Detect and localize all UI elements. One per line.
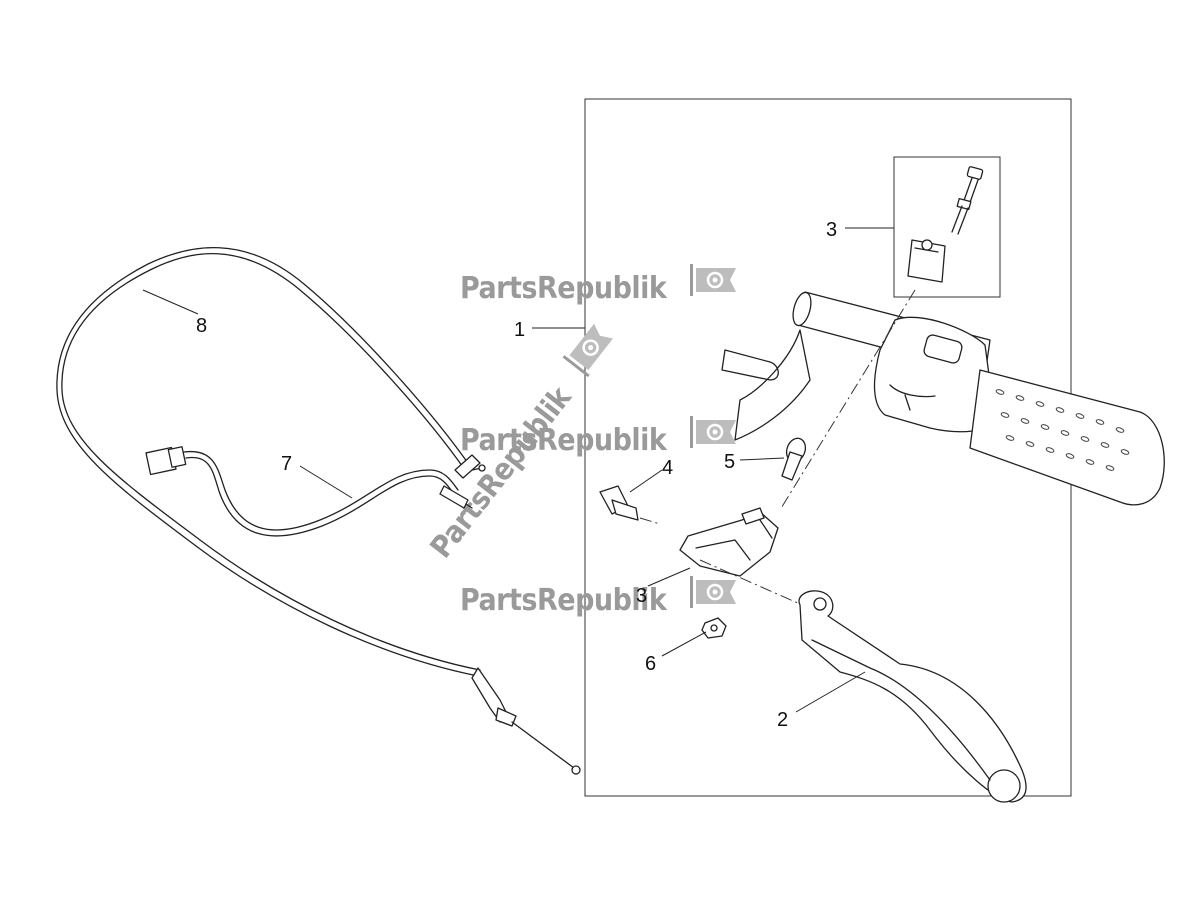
callout-2: 2 bbox=[777, 709, 788, 731]
watermark-text: PartsRepublik bbox=[424, 380, 580, 565]
watermark-3: PartsRepublik bbox=[460, 576, 736, 618]
nut bbox=[701, 617, 727, 639]
clutch-lever bbox=[699, 559, 1027, 803]
leader-2 bbox=[795, 671, 866, 713]
grip-texture bbox=[995, 389, 1130, 471]
callout-3b: 3 bbox=[636, 585, 647, 607]
leader-8 bbox=[142, 289, 199, 315]
watermark-1: PartsRepublik bbox=[460, 264, 736, 306]
leader-7 bbox=[299, 465, 353, 499]
leader-5 bbox=[739, 457, 785, 461]
watermark-text: PartsRepublik bbox=[460, 583, 668, 618]
callout-1: 1 bbox=[514, 319, 525, 341]
watermark-text: PartsRepublik bbox=[460, 423, 668, 458]
clamp-subframe bbox=[893, 156, 1001, 298]
leader-3b bbox=[647, 567, 691, 587]
clamp-with-screws bbox=[779, 166, 984, 511]
leader-4 bbox=[629, 469, 663, 493]
handlebar-grip bbox=[721, 291, 1165, 506]
watermark-2: PartsRepublik bbox=[460, 416, 736, 458]
gear-flag-icon bbox=[562, 323, 614, 378]
cable-adjuster bbox=[599, 485, 661, 525]
gear-flag-icon bbox=[690, 416, 736, 448]
lever-bracket bbox=[679, 507, 779, 577]
leader-6 bbox=[661, 631, 707, 657]
callout-8: 8 bbox=[196, 315, 207, 337]
clutch-cable bbox=[56, 247, 581, 775]
callout-3: 3 bbox=[826, 219, 837, 241]
gear-flag-icon bbox=[690, 576, 736, 608]
callout-5: 5 bbox=[724, 451, 735, 473]
callout-6: 6 bbox=[645, 653, 656, 675]
watermark-text: PartsRepublik bbox=[460, 271, 668, 306]
pivot-screw bbox=[781, 437, 807, 481]
callout-4: 4 bbox=[662, 457, 673, 479]
clutch-switch-wire bbox=[145, 446, 473, 537]
callout-7: 7 bbox=[281, 453, 292, 475]
gear-flag-icon bbox=[690, 264, 736, 296]
